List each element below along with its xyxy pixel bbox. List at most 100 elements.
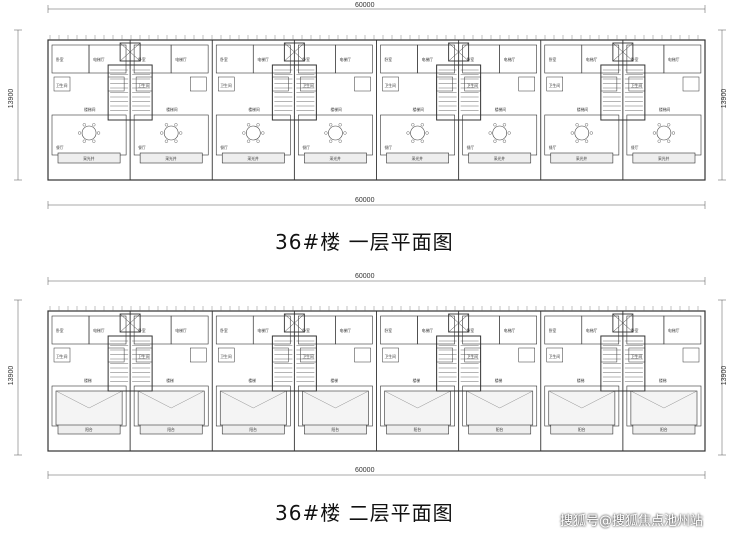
bathroom xyxy=(518,347,535,363)
chair xyxy=(261,131,265,135)
room-label: 电梯厅 xyxy=(422,328,434,333)
room-label: 卧室 xyxy=(385,57,393,62)
room-label: 采光井 xyxy=(165,156,177,161)
terrace-diagonal xyxy=(335,390,369,409)
room-label: 楼梯 xyxy=(330,378,338,383)
room-label: 楼梯间 xyxy=(330,107,342,112)
room-label: 阳台 xyxy=(660,427,668,432)
lightwell xyxy=(139,152,203,164)
stair-core xyxy=(107,64,153,121)
watermark: 搜狐号@搜狐焦点池州站 xyxy=(560,514,704,529)
plan2-dim-right: 13900 xyxy=(721,365,729,386)
room-label: 电梯厅 xyxy=(586,57,598,62)
elevator-shaft xyxy=(448,313,470,333)
chair xyxy=(411,139,415,143)
room-label: 卫生间 xyxy=(385,83,397,88)
chair xyxy=(77,131,82,135)
plan1-title: 36#楼 一层平面图 xyxy=(275,230,454,254)
chair xyxy=(502,139,507,143)
elevator-cross xyxy=(612,42,634,62)
bathroom xyxy=(354,76,371,92)
terrace-diagonal xyxy=(384,390,418,409)
room-label: 采光井 xyxy=(329,156,341,161)
room-label: 卧室 xyxy=(56,57,64,62)
room-label: 电梯厅 xyxy=(175,57,187,62)
room-label: 卫生间 xyxy=(138,354,150,359)
room-label: 楼梯 xyxy=(495,378,503,383)
terrace-diagonal xyxy=(138,390,172,409)
room-label: 餐厅 xyxy=(56,145,64,150)
room-label: 阳台 xyxy=(167,427,175,432)
terrace-diagonal xyxy=(630,390,665,409)
stair-core xyxy=(600,64,646,121)
lightwell xyxy=(57,152,121,164)
bedroom xyxy=(663,315,702,345)
lightwell xyxy=(221,152,285,164)
chair xyxy=(324,131,328,135)
room-label: 餐厅 xyxy=(138,145,146,150)
chair xyxy=(82,123,86,127)
lightwell xyxy=(550,152,614,164)
lightwell xyxy=(632,152,696,164)
bathroom xyxy=(546,347,563,363)
room-label: 阳台 xyxy=(85,427,93,432)
terrace-diagonal xyxy=(466,390,500,409)
terrace-diagonal xyxy=(55,390,90,409)
chair xyxy=(589,131,593,135)
room-label: 餐厅 xyxy=(631,145,639,150)
chair xyxy=(179,131,183,135)
room-label: 楼梯间 xyxy=(413,107,425,112)
chair xyxy=(671,131,676,135)
chair xyxy=(164,139,169,143)
terrace-diagonal xyxy=(171,390,205,409)
elevator-cross xyxy=(119,313,141,333)
elevator-shaft xyxy=(612,313,634,333)
room-label: 电梯厅 xyxy=(93,328,105,333)
chair xyxy=(164,123,169,127)
elevator-shaft xyxy=(612,42,634,62)
chair xyxy=(92,139,96,143)
room-label: 电梯厅 xyxy=(504,328,516,333)
chair xyxy=(256,123,260,127)
room-label: 采光井 xyxy=(576,156,588,161)
terrace-diagonal xyxy=(499,390,533,409)
elevator-shaft xyxy=(283,313,305,333)
chair xyxy=(420,123,424,127)
chair xyxy=(82,139,86,143)
chair xyxy=(174,139,178,143)
chair xyxy=(657,139,661,143)
bathroom xyxy=(382,347,399,363)
room-label: 电梯厅 xyxy=(422,57,434,62)
terrace-diagonal xyxy=(548,390,582,409)
chair xyxy=(338,123,342,127)
room-label: 餐厅 xyxy=(467,145,475,150)
dining-table xyxy=(410,125,425,141)
stair-core xyxy=(271,64,317,121)
bedroom xyxy=(253,315,291,345)
elevator-cross xyxy=(612,313,634,333)
elevator-shaft xyxy=(448,42,470,62)
room-label: 卫生间 xyxy=(467,83,479,88)
plan2-dim-left: 13900 xyxy=(8,365,16,386)
room-label: 卧室 xyxy=(138,328,146,333)
chair xyxy=(584,139,589,143)
room-label: 卧室 xyxy=(56,328,64,333)
room-label: 卫生间 xyxy=(302,83,314,88)
room-label: 卫生间 xyxy=(385,354,397,359)
room-label: 卫生间 xyxy=(467,354,479,359)
room-label: 餐厅 xyxy=(385,145,393,150)
room-label: 卫生间 xyxy=(549,83,561,88)
bedroom xyxy=(170,44,209,74)
room-label: 电梯厅 xyxy=(257,57,269,62)
bathroom xyxy=(546,76,563,92)
room-label: 电梯厅 xyxy=(668,328,680,333)
bathroom xyxy=(218,347,235,363)
dining-table xyxy=(656,125,672,141)
chair xyxy=(652,131,657,135)
stair-core xyxy=(271,335,317,392)
terrace-diagonal xyxy=(220,390,254,409)
elevator-cross xyxy=(119,42,141,62)
bathroom xyxy=(53,347,71,363)
elevator-cross xyxy=(284,42,305,62)
